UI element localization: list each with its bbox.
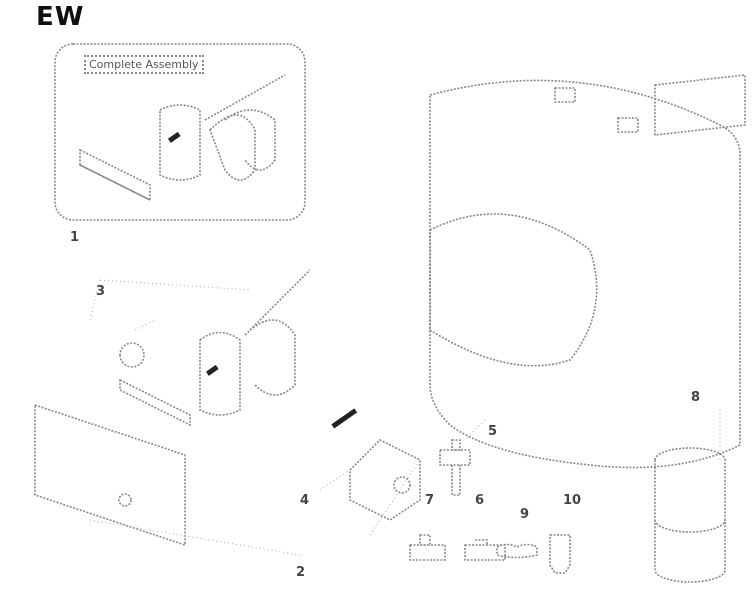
- fitting-part-10: [549, 534, 571, 574]
- callout-10: 10: [563, 493, 582, 508]
- thermostat: [349, 439, 421, 521]
- expansion-tank: [654, 447, 726, 583]
- callout-4: 4: [300, 493, 310, 508]
- tank-opening: [429, 213, 598, 367]
- diagram-title: EW: [36, 2, 85, 32]
- callout-3: 3: [96, 284, 106, 299]
- heating-element: [199, 269, 311, 416]
- wall-bracket: [654, 74, 746, 136]
- assembly-flange: [159, 104, 201, 181]
- gasket: [119, 342, 145, 368]
- water-heater-tank: [429, 79, 741, 469]
- callout-5: 5: [488, 424, 498, 439]
- element-bracket: [119, 378, 191, 427]
- front-cover: [34, 403, 186, 547]
- callout-9: 9: [520, 507, 530, 522]
- fitting-part-7: [409, 534, 446, 561]
- fitting-part-9: [496, 543, 538, 559]
- assembly-bracket: [79, 148, 151, 202]
- assembly-frame: [54, 43, 306, 221]
- assembly-heating-element: [204, 74, 286, 181]
- callout-6: 6: [475, 493, 485, 508]
- complete-assembly-label: Complete Assembly: [84, 55, 204, 74]
- callout-1: 1: [70, 230, 80, 245]
- valve-part-5: [439, 439, 471, 496]
- callout-8: 8: [691, 390, 701, 405]
- callout-7: 7: [425, 493, 435, 508]
- fitting-part-6: [464, 539, 506, 561]
- callout-2: 2: [296, 565, 306, 580]
